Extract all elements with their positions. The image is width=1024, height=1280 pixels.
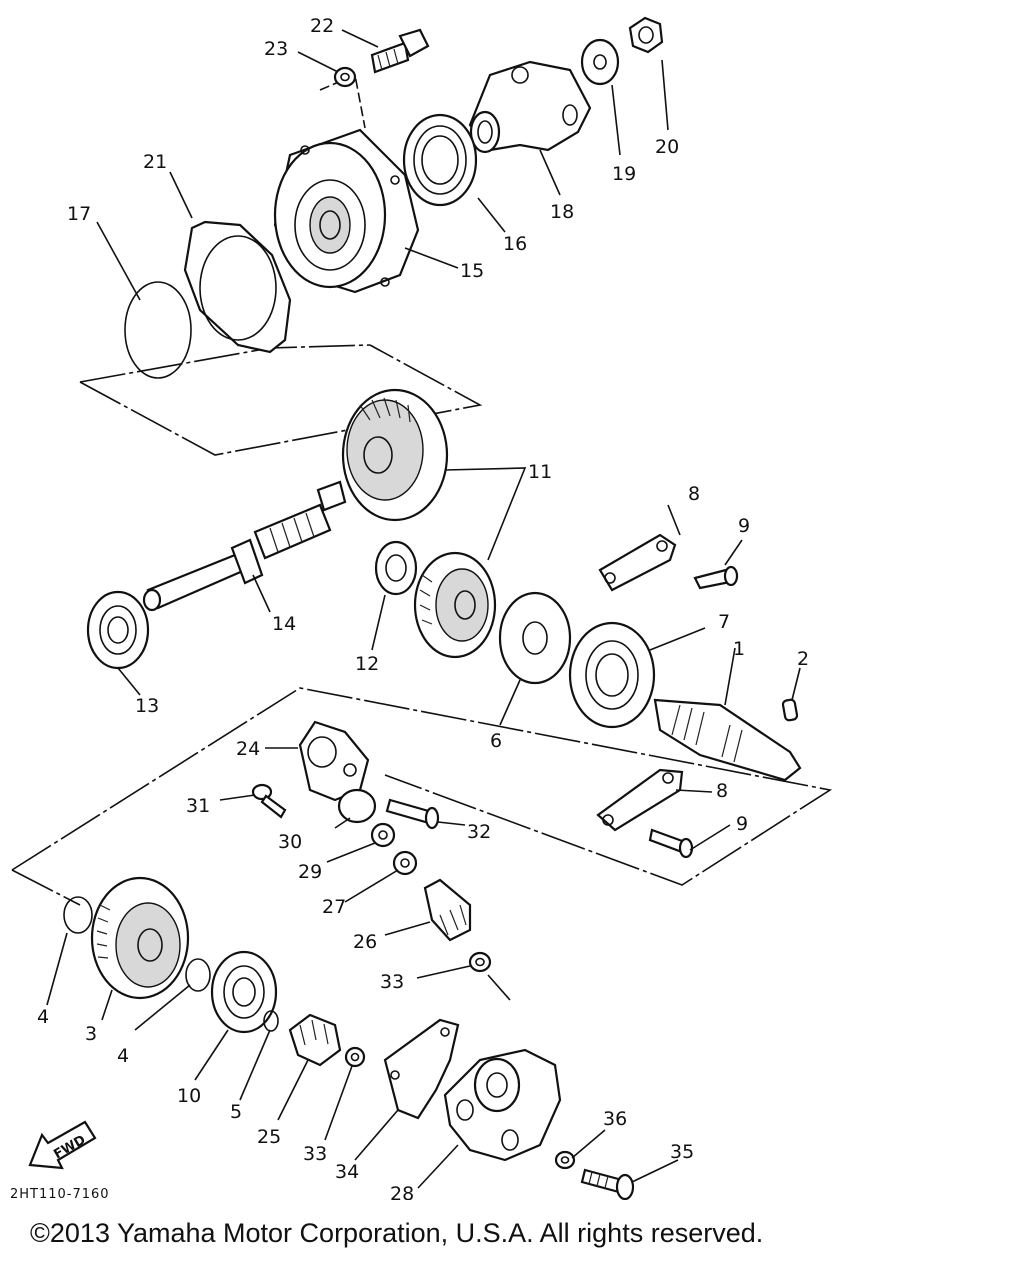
part-31-screw xyxy=(251,783,287,819)
label-15: 15 xyxy=(460,260,484,282)
part-11-gear-set-pinion xyxy=(413,551,497,659)
part-14-shaft xyxy=(142,480,347,612)
label-31: 31 xyxy=(186,795,210,817)
label-29: 29 xyxy=(298,861,322,883)
label-33-lower: 33 xyxy=(303,1143,327,1165)
label-32: 32 xyxy=(467,821,491,843)
part-28-housing xyxy=(443,1048,562,1162)
part-20-nut xyxy=(628,16,664,54)
label-26: 26 xyxy=(353,931,377,953)
label-27: 27 xyxy=(322,896,346,918)
part-9-screw-upper xyxy=(693,565,739,590)
part-22-bolt xyxy=(370,28,430,74)
copyright-notice: ©2013 Yamaha Motor Corporation, U.S.A. A… xyxy=(30,1218,764,1248)
part-11-gear-set-ring xyxy=(341,388,449,522)
part-17-o-ring xyxy=(124,281,192,379)
label-20: 20 xyxy=(655,136,679,158)
label-8-upper: 8 xyxy=(688,483,700,505)
label-4-left: 4 xyxy=(37,1006,49,1028)
label-13: 13 xyxy=(135,695,159,717)
label-9-upper: 9 xyxy=(738,515,750,537)
part-16-bearing xyxy=(402,113,478,207)
label-17: 17 xyxy=(67,203,91,225)
label-2: 2 xyxy=(797,648,809,670)
drawing-number: 2HT110-7160 xyxy=(10,1187,110,1200)
label-1: 1 xyxy=(733,638,745,660)
part-15-bearing-housing xyxy=(273,128,420,294)
part-19-washer xyxy=(580,38,620,86)
label-25: 25 xyxy=(257,1126,281,1148)
part-35-bolt xyxy=(580,1168,635,1200)
part-4-circlip-right xyxy=(185,958,211,992)
label-9-lower: 9 xyxy=(736,813,748,835)
label-24: 24 xyxy=(236,738,260,760)
label-4-right: 4 xyxy=(117,1045,129,1067)
part-8-plate-upper xyxy=(598,533,677,592)
part-5-ring xyxy=(263,1010,279,1032)
exploded-parts-diagram: FWD xyxy=(10,15,833,1200)
label-8-lower: 8 xyxy=(716,780,728,802)
part-2-pin xyxy=(781,698,799,722)
part-26-shaft-gear xyxy=(423,878,472,942)
part-6-shim xyxy=(498,591,572,685)
label-35: 35 xyxy=(670,1141,694,1163)
part-1-pinion-shaft xyxy=(653,698,802,782)
leader-lines xyxy=(46,29,801,1189)
label-21: 21 xyxy=(143,151,167,173)
part-34-gasket xyxy=(383,1018,460,1120)
part-21-gasket xyxy=(183,220,292,354)
part-23-hole xyxy=(340,72,350,82)
label-5: 5 xyxy=(230,1101,242,1123)
part-25-gear xyxy=(288,1013,342,1067)
part-27-washer xyxy=(392,850,418,876)
part-4-circlip-left xyxy=(63,896,93,934)
part-18-yoke xyxy=(468,60,592,154)
part-10-bearing xyxy=(210,950,278,1034)
part-24-lever-housing xyxy=(298,720,370,802)
fwd-arrow-icon: FWD xyxy=(28,1120,97,1170)
part-9-screw-lower xyxy=(648,828,694,859)
part-23-washer xyxy=(333,66,357,88)
label-30: 30 xyxy=(278,831,302,853)
part-30-cap xyxy=(337,788,377,824)
part-8-plate-lower xyxy=(596,768,684,832)
label-36: 36 xyxy=(603,1108,627,1130)
part-12-seal xyxy=(374,540,418,596)
part-labels: 22 23 21 17 20 19 18 16 15 11 8 9 14 12 … xyxy=(10,15,809,1200)
part-3-gear xyxy=(90,876,190,1000)
label-23: 23 xyxy=(264,38,288,60)
label-28: 28 xyxy=(390,1183,414,1200)
label-34: 34 xyxy=(335,1161,359,1183)
label-7: 7 xyxy=(718,611,730,633)
part-36-washer xyxy=(554,1150,576,1170)
label-19: 19 xyxy=(612,163,636,185)
label-16: 16 xyxy=(503,233,527,255)
part-33-washer-lower xyxy=(344,1046,366,1068)
label-12: 12 xyxy=(355,653,379,675)
label-18: 18 xyxy=(550,201,574,223)
part-32-screw xyxy=(385,798,440,830)
label-33-upper: 33 xyxy=(380,971,404,993)
label-11: 11 xyxy=(528,461,552,483)
label-10: 10 xyxy=(177,1085,201,1107)
part-13-bearing xyxy=(86,590,150,670)
label-6: 6 xyxy=(490,730,502,752)
part-33-washer-upper xyxy=(468,951,492,973)
label-22: 22 xyxy=(310,15,334,37)
part-7-bearing xyxy=(568,621,656,729)
part-29-washer xyxy=(370,822,396,848)
group-outline-lower xyxy=(11,687,833,906)
label-3: 3 xyxy=(85,1023,97,1045)
label-14: 14 xyxy=(272,613,296,635)
